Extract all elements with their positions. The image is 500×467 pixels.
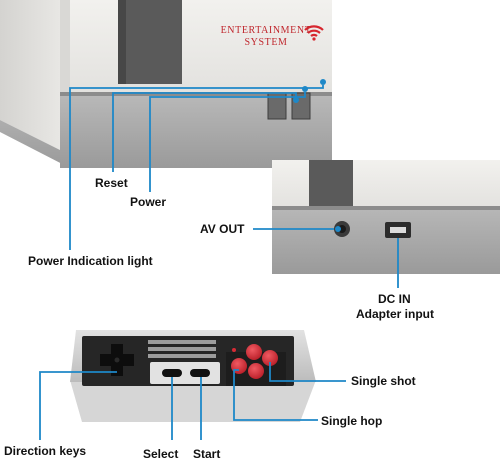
red-button-bottom[interactable]	[248, 363, 264, 379]
back-top-body	[272, 160, 500, 208]
center-stripes	[148, 340, 216, 358]
callout-dot	[302, 86, 308, 92]
single-shot-callout	[269, 362, 346, 382]
direction-keys-callout	[39, 371, 117, 440]
wifi-icon	[304, 25, 324, 41]
callout-dot	[320, 79, 326, 85]
single-shot-button[interactable]	[262, 350, 278, 366]
power-label: Power	[130, 195, 167, 209]
reset-label: Reset	[95, 176, 128, 190]
av-out-label: AV OUT	[200, 222, 245, 236]
cartridge-slot-shadow	[118, 0, 126, 84]
console-back-view	[272, 160, 500, 274]
dc-in-port-socket	[390, 227, 406, 233]
callout-lines	[39, 79, 399, 440]
console-front-panel	[60, 96, 332, 168]
adapter-input-label: Adapter input	[356, 307, 434, 321]
single-shot-label: Single shot	[351, 374, 416, 388]
select-button[interactable]	[162, 369, 182, 377]
brand-line2: SYSTEM	[244, 37, 287, 48]
brand-line1: ENTERTAINMENT	[221, 25, 312, 36]
indicator-dot	[232, 348, 236, 352]
reset-callout	[112, 92, 297, 172]
controller-body-side	[70, 380, 316, 422]
console-side-panel	[0, 0, 60, 150]
controller	[70, 330, 316, 422]
dc-in-label: DC IN	[378, 292, 411, 306]
single-hop-callout	[233, 369, 318, 421]
start-button[interactable]	[190, 369, 210, 377]
red-button-top[interactable]	[246, 344, 262, 360]
direction-pad[interactable]	[100, 344, 134, 376]
power-light-callout	[69, 85, 324, 250]
direction-keys-label: Direction keys	[4, 444, 87, 458]
console-front-view	[0, 0, 332, 168]
console-base-edge	[60, 92, 332, 98]
select-start-panel	[150, 362, 220, 384]
back-panel-edge	[272, 206, 500, 210]
start-label: Start	[193, 447, 221, 461]
callout-dot	[335, 226, 341, 232]
console-top-body	[60, 0, 332, 92]
select-label: Select	[143, 447, 179, 461]
callout-dot	[293, 97, 299, 103]
power-indication-light-label: Power Indication light	[28, 254, 153, 268]
back-cartridge-slot	[309, 160, 353, 208]
cartridge-slot	[118, 0, 182, 84]
back-panel	[272, 206, 500, 274]
single-hop-label: Single hop	[321, 414, 383, 428]
console-ridge	[60, 0, 70, 92]
power-callout	[149, 92, 306, 192]
